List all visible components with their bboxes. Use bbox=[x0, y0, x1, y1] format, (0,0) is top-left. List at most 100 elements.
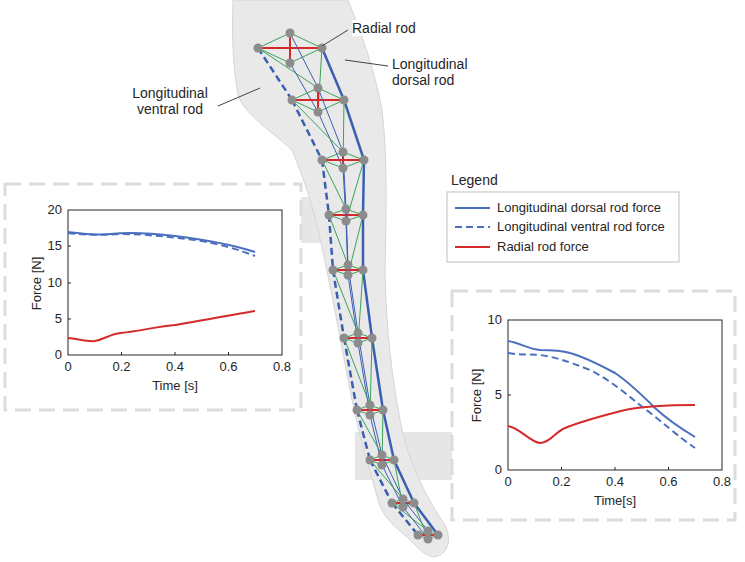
dorsal-rod bbox=[362, 215, 365, 270]
legend-sample bbox=[455, 207, 490, 209]
chart-panel bbox=[5, 184, 301, 410]
leader-line bbox=[218, 88, 260, 106]
green-rod bbox=[258, 48, 318, 88]
axis-title: Force [N] bbox=[31, 256, 46, 309]
ventral-curve bbox=[508, 353, 695, 448]
joint-node bbox=[314, 84, 323, 93]
joint-node bbox=[379, 406, 388, 415]
joint-node bbox=[318, 44, 327, 53]
chart-panel bbox=[452, 291, 735, 520]
ventral-rod bbox=[344, 338, 357, 410]
joint-node bbox=[434, 531, 443, 540]
tick-label: 20 bbox=[48, 203, 62, 218]
legend-sample bbox=[455, 226, 490, 228]
joint-node bbox=[314, 108, 323, 117]
ventral-rod bbox=[333, 270, 344, 338]
axis-ticks bbox=[68, 246, 229, 355]
joint-node bbox=[360, 156, 369, 165]
tick-label: 5 bbox=[495, 388, 502, 403]
legend-text: Radial rod force bbox=[497, 240, 589, 255]
joint-node bbox=[359, 211, 368, 220]
joint-node bbox=[286, 29, 295, 38]
leader-line bbox=[345, 60, 388, 66]
ventral-rod bbox=[292, 100, 322, 160]
dorsal-rod bbox=[372, 338, 383, 410]
green-rod bbox=[290, 48, 322, 63]
plot-area bbox=[508, 320, 722, 470]
tick-label: 15 bbox=[48, 239, 62, 254]
part-label: Radial rod bbox=[352, 20, 416, 36]
joint-node bbox=[318, 156, 327, 165]
joint-node bbox=[344, 271, 353, 280]
radial-curve bbox=[508, 405, 695, 443]
legend-sample bbox=[455, 246, 490, 248]
dorsal-rod bbox=[394, 460, 414, 503]
joint-node bbox=[339, 148, 348, 157]
joint-node bbox=[254, 44, 263, 53]
green-rod bbox=[392, 503, 428, 531]
joint-node bbox=[354, 339, 363, 348]
axis-title: Time[s] bbox=[594, 494, 636, 509]
joint-node bbox=[354, 329, 363, 338]
green-rod bbox=[290, 33, 322, 48]
part-label: Longitudinal dorsal rod bbox=[392, 56, 484, 88]
tick-label: 0 bbox=[64, 360, 71, 375]
tick-label: 0.2 bbox=[112, 360, 130, 375]
joint-node bbox=[390, 456, 399, 465]
tick-label: 0.4 bbox=[606, 475, 624, 490]
joint-node bbox=[378, 451, 387, 460]
joint-node bbox=[388, 499, 397, 508]
joint-node bbox=[286, 59, 295, 68]
joint-node bbox=[399, 503, 408, 512]
joint-node bbox=[399, 495, 408, 504]
tick-label: 10 bbox=[488, 313, 502, 328]
joint-node bbox=[366, 401, 375, 410]
plot-area bbox=[68, 210, 282, 355]
ventral-rod bbox=[392, 503, 418, 535]
joint-node bbox=[342, 205, 351, 214]
longitudinal-rod bbox=[290, 33, 318, 88]
legend-text: Longitudinal dorsal rod force bbox=[497, 201, 661, 216]
green-rod bbox=[258, 48, 290, 63]
joint-node bbox=[353, 406, 362, 415]
tick-label: 0 bbox=[495, 463, 502, 478]
part-label: Longitudinal ventral rod bbox=[124, 85, 216, 117]
dorsal-rod bbox=[322, 48, 344, 100]
green-rod bbox=[258, 33, 290, 48]
joint-node bbox=[378, 461, 387, 470]
joint-node bbox=[344, 261, 353, 270]
joint-node bbox=[366, 411, 375, 420]
ventral-rod bbox=[258, 48, 292, 100]
joint-node bbox=[410, 499, 419, 508]
joint-node bbox=[288, 96, 297, 105]
joint-node bbox=[359, 266, 368, 275]
tick-label: 0.6 bbox=[659, 475, 677, 490]
dorsal-rod bbox=[363, 270, 372, 338]
joint-node bbox=[340, 96, 349, 105]
dorsal-rod bbox=[363, 160, 364, 215]
legend-box bbox=[447, 192, 679, 262]
joint-node bbox=[329, 266, 338, 275]
ventral-curve bbox=[68, 233, 255, 256]
joint-node bbox=[368, 334, 377, 343]
legend-text: Longitudinal ventral rod force bbox=[497, 220, 665, 235]
radial-curve bbox=[68, 311, 255, 341]
joint-node bbox=[424, 535, 433, 544]
dorsal-rod bbox=[414, 503, 438, 535]
tick-label: 0.8 bbox=[713, 475, 731, 490]
tick-label: 0 bbox=[504, 475, 511, 490]
joint-node bbox=[342, 217, 351, 226]
tick-label: 0.2 bbox=[552, 475, 570, 490]
green-rod bbox=[318, 48, 322, 112]
green-rod bbox=[292, 100, 343, 152]
leader-line bbox=[322, 30, 348, 46]
axis-title: Force [N] bbox=[471, 368, 486, 421]
joint-node bbox=[325, 211, 334, 220]
green-rod bbox=[333, 270, 358, 333]
tick-label: 0.4 bbox=[166, 360, 184, 375]
legend-title: Legend bbox=[451, 172, 498, 188]
joint-node bbox=[340, 334, 349, 343]
joint-node bbox=[414, 531, 423, 540]
green-rod bbox=[357, 410, 382, 455]
